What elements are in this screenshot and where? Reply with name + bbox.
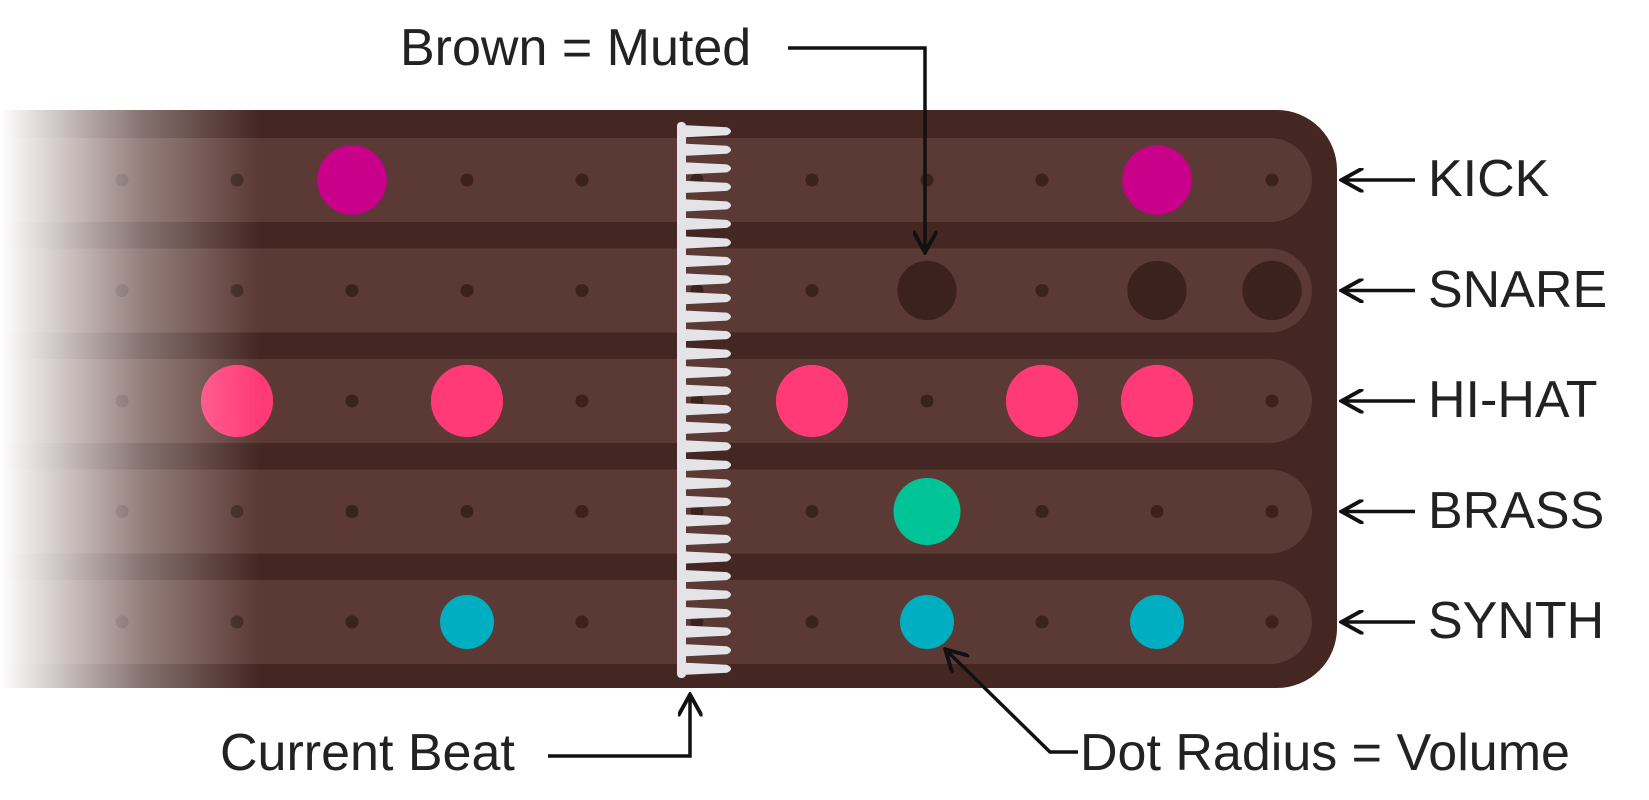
step-dot[interactable] [460, 505, 474, 518]
playhead-tooth [686, 366, 731, 379]
step-dot[interactable] [805, 505, 819, 518]
lane-synth [0, 580, 1312, 664]
playhead-tooth [686, 514, 731, 527]
step-dot[interactable] [920, 173, 934, 187]
kick-hit[interactable] [317, 145, 387, 215]
playhead-tooth [686, 495, 731, 508]
playhead-tooth [686, 440, 731, 453]
step-dot[interactable] [460, 173, 474, 187]
playhead-tooth [686, 180, 731, 193]
hi-hat-hit[interactable] [430, 364, 504, 438]
playhead-tooth [686, 607, 731, 620]
step-dot[interactable] [1265, 505, 1279, 518]
lane-hi-hat [0, 359, 1312, 443]
playhead-tooth [686, 421, 731, 434]
playhead-tooth [686, 477, 731, 490]
step-dot[interactable] [805, 284, 819, 297]
track-label-hi-hat: HI-HAT [1428, 371, 1598, 429]
step-dot[interactable] [575, 505, 589, 518]
step-dot[interactable] [1035, 505, 1049, 518]
step-dot[interactable] [345, 284, 359, 297]
step-dot[interactable] [805, 615, 819, 629]
muted-annotation: Brown = Muted [400, 19, 752, 77]
playhead-tooth [686, 551, 731, 564]
hi-hat-hit[interactable] [775, 364, 849, 438]
playhead-tooth [686, 570, 731, 583]
step-dot[interactable] [575, 173, 589, 187]
playhead-tooth [686, 273, 731, 286]
step-dot[interactable] [575, 394, 589, 408]
playhead-tooth [686, 644, 731, 657]
step-dot[interactable] [1265, 615, 1279, 629]
playhead-tooth [686, 310, 731, 323]
step-dot[interactable] [1035, 173, 1049, 187]
lane-snare [0, 248, 1312, 333]
step-dot[interactable] [690, 505, 704, 518]
playhead-tooth [686, 125, 731, 138]
playhead-tooth [686, 255, 731, 267]
track-label-synth: SYNTH [1428, 592, 1605, 650]
current-beat-annotation: Current Beat [220, 724, 515, 782]
step-dot[interactable] [1035, 284, 1049, 297]
step-dot[interactable] [805, 173, 819, 187]
muted-arrow [788, 46, 925, 250]
playhead-tooth [686, 403, 731, 416]
playhead-tooth [686, 662, 731, 675]
dot-radius-annotation: Dot Radius = Volume [1080, 724, 1570, 782]
track-label-brass: BRASS [1428, 481, 1605, 540]
step-dot[interactable] [575, 615, 589, 629]
playhead-spine [677, 122, 686, 678]
playhead-tooth [686, 292, 731, 305]
step-dot[interactable] [920, 394, 934, 408]
step-dot[interactable] [575, 284, 589, 297]
current-beat-playhead[interactable] [677, 122, 731, 678]
brass-hit[interactable] [893, 478, 961, 545]
snare-hit[interactable] [1242, 260, 1302, 321]
synth-hit[interactable] [440, 595, 494, 649]
playhead-tooth [686, 347, 731, 360]
step-dot[interactable] [1150, 505, 1164, 518]
step-dot[interactable] [345, 615, 359, 629]
playhead-tooth [686, 458, 731, 471]
track-label-kick: KICK [1428, 150, 1550, 208]
playhead-tooth [686, 625, 731, 638]
playhead-tooth [686, 217, 731, 230]
lane-brass [0, 469, 1312, 554]
playhead-tooth [686, 588, 731, 601]
playhead-tooth [686, 533, 731, 545]
hi-hat-hit[interactable] [1005, 364, 1079, 438]
step-dot[interactable] [345, 505, 359, 518]
playhead-tooth [686, 236, 731, 249]
snare-hit[interactable] [1127, 260, 1187, 321]
step-dot[interactable] [460, 284, 474, 297]
left-fade-overlay [0, 100, 260, 700]
synth-hit[interactable] [1130, 595, 1184, 649]
step-dot[interactable] [1035, 615, 1049, 629]
playhead-tooth [686, 199, 731, 212]
playhead-tooth [686, 143, 731, 156]
playhead-tooth [686, 162, 731, 175]
kick-hit[interactable] [1122, 145, 1192, 215]
playhead-tooth [686, 384, 731, 397]
current-beat-arrow [548, 697, 690, 758]
snare-hit[interactable] [897, 260, 957, 321]
step-dot[interactable] [345, 394, 359, 408]
step-dot[interactable] [1265, 394, 1279, 408]
hi-hat-hit[interactable] [1120, 364, 1194, 438]
playhead-tooth [686, 329, 731, 342]
track-label-snare: SNARE [1428, 260, 1608, 319]
dot-radius-arrow [947, 651, 1078, 754]
track-label-arrows [1344, 180, 1415, 622]
step-dot[interactable] [1265, 173, 1279, 187]
synth-hit[interactable] [900, 595, 954, 649]
